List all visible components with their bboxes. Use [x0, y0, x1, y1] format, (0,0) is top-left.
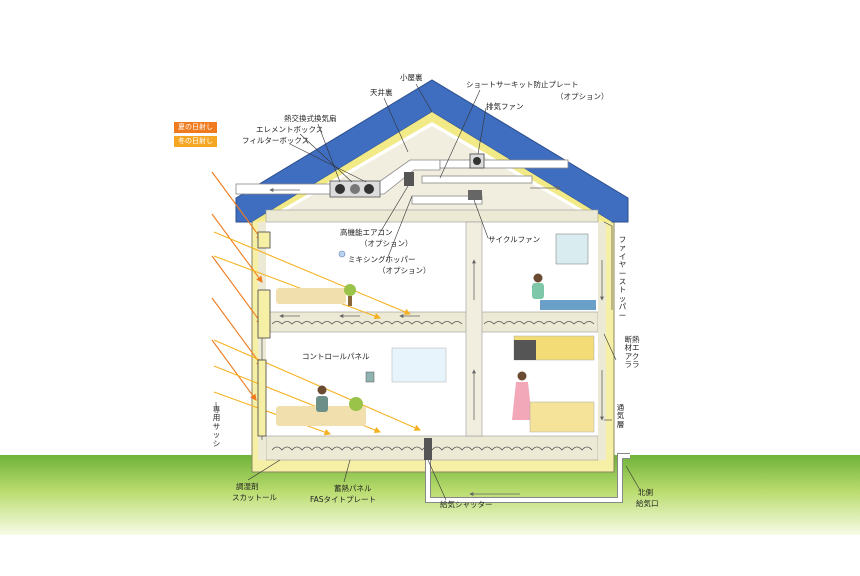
upper-sash [257, 231, 271, 249]
label-heat-storage-panel: 蓄熱パネル [334, 484, 372, 493]
label-high-performance-ac: 高機能エアコン [340, 228, 393, 237]
leader-lines [215, 83, 641, 501]
label-insulation-airclear: 断熱材エアクララ [624, 335, 640, 370]
label-mixing-hopper: ミキシングホッパー [348, 255, 416, 264]
label-humidity-agent-name: スカットール [232, 493, 277, 502]
cycle-fan-icon [468, 190, 482, 200]
label-option-3: （オプション） [378, 266, 431, 275]
control-panel-icon [365, 371, 375, 383]
legend-winter: 冬の日射し [174, 136, 217, 147]
label-north-side: 北側 [638, 488, 653, 497]
supply-shutter-icon [424, 438, 432, 460]
lower-sash [257, 359, 267, 437]
heat-storage-coils [271, 321, 595, 451]
plant-icon [344, 284, 363, 411]
ceiling-slab [265, 209, 599, 223]
label-exhaust-fan: 排気ファン [486, 102, 524, 111]
label-humidity-agent: 調湿剤 [236, 482, 259, 491]
clock-icon [338, 250, 346, 258]
label-option-1: （オプション） [556, 92, 609, 101]
label-fire-stopper: ファイヤーストッパー [618, 235, 627, 320]
mixing-hopper-icon [404, 172, 414, 186]
label-supply-inlet: 給気口 [636, 499, 659, 508]
legend-summer: 夏の日射し [174, 122, 217, 133]
sofa-icon [276, 288, 366, 426]
label-supply-shutter: 給気シャッター [440, 500, 493, 509]
label-koyaura: 小屋裏 [400, 73, 423, 82]
attic-ducts [235, 159, 569, 205]
bed [540, 300, 596, 310]
label-heat-exchange-fan: 熱交換式換気扇 [284, 114, 337, 123]
label-short-circuit-plate: ショートサーキット防止プレート [466, 80, 579, 89]
right-wall-layer [598, 222, 606, 460]
kitchen-icon [513, 335, 595, 433]
middle-sash [257, 289, 271, 339]
label-ventilation-layer: 通気層 [616, 403, 625, 429]
label-option-2: （オプション） [360, 239, 413, 248]
label-tenjoura: 天井裏 [370, 88, 393, 97]
window-icon [391, 233, 589, 383]
label-control-panel: コントロールパネル [302, 352, 370, 361]
exhaust-fan-icon [469, 153, 485, 169]
center-duct-shaft [465, 221, 483, 437]
person-icon [316, 273, 544, 420]
heat-exchanger-unit [329, 180, 381, 198]
label-fas-tight-plate: FASタイトプレート [310, 495, 377, 504]
label-element-box: エレメントボックス [256, 125, 324, 134]
attic-space [266, 126, 598, 222]
label-cycle-fan: サイクルファン [488, 235, 541, 244]
label-filter-box: フィルターボックス [242, 136, 310, 145]
label-dedicated-sash: 専用サッシ [212, 405, 221, 448]
